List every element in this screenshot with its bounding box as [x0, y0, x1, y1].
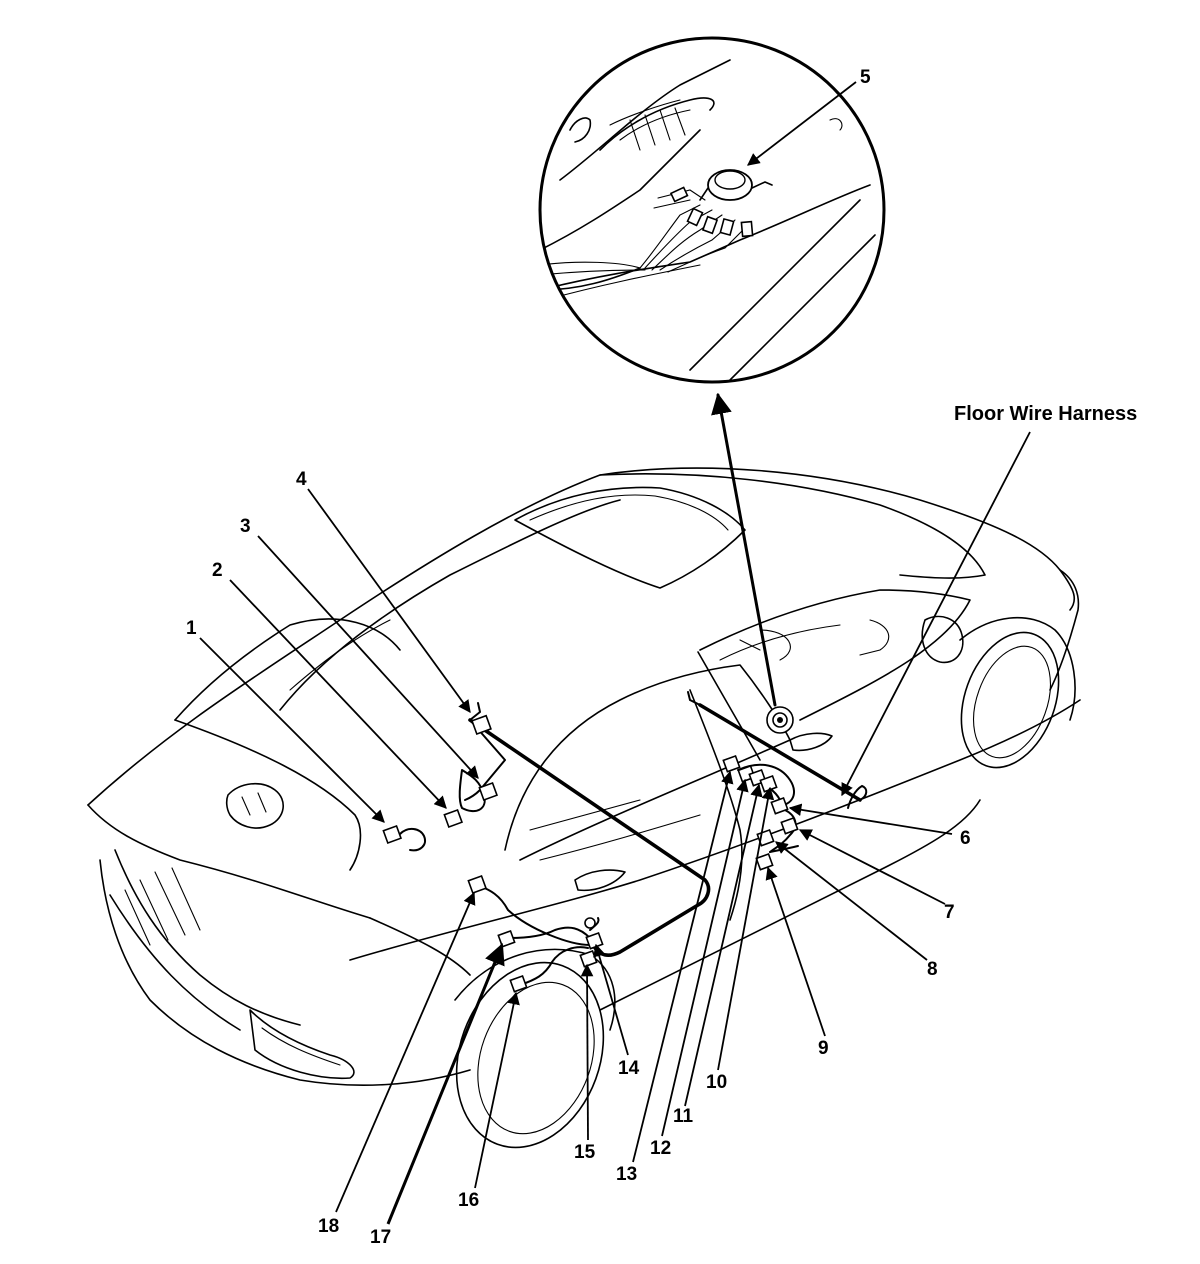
connectors: [382, 706, 799, 993]
callout-1: 1: [186, 618, 197, 639]
callout-4: 4: [296, 469, 307, 490]
detail-zoom: [538, 36, 886, 707]
callout-9: 9: [818, 1038, 829, 1059]
connector-17: [497, 929, 516, 948]
callout-8: 8: [927, 959, 938, 980]
callout-labels: Floor Wire Harness 1 2 3 4 5 6 7 8 9 10 …: [186, 67, 1137, 1248]
callout-16: 16: [458, 1190, 479, 1211]
connector-13: [722, 754, 741, 773]
connector-3: [478, 781, 498, 801]
callout-3: 3: [240, 516, 251, 537]
connector-1: [382, 824, 402, 844]
callout-10: 10: [706, 1072, 727, 1093]
callout-5: 5: [860, 67, 871, 88]
callout-18: 18: [318, 1216, 339, 1237]
floor-wire-harness-title: Floor Wire Harness: [954, 403, 1137, 425]
callout-12: 12: [650, 1138, 671, 1159]
callout-6: 6: [960, 828, 971, 849]
connector-7: [780, 816, 799, 835]
connector-6: [770, 796, 789, 815]
callout-2: 2: [212, 560, 223, 581]
callout-15: 15: [574, 1142, 596, 1163]
callout-17: 17: [370, 1227, 391, 1248]
connector-2: [443, 808, 463, 828]
connector-9: [755, 852, 774, 871]
floor-wire-harness: [399, 691, 868, 986]
leader-lines: [199, 81, 1031, 1225]
callout-14: 14: [618, 1058, 640, 1079]
connector-4: [471, 714, 492, 735]
callout-13: 13: [616, 1164, 637, 1185]
car-body: [87, 467, 1081, 1149]
callout-7: 7: [944, 902, 955, 923]
callout-11: 11: [673, 1106, 694, 1127]
connector-16: [509, 974, 528, 993]
connector-14: [585, 931, 604, 950]
connector-18: [467, 874, 487, 894]
